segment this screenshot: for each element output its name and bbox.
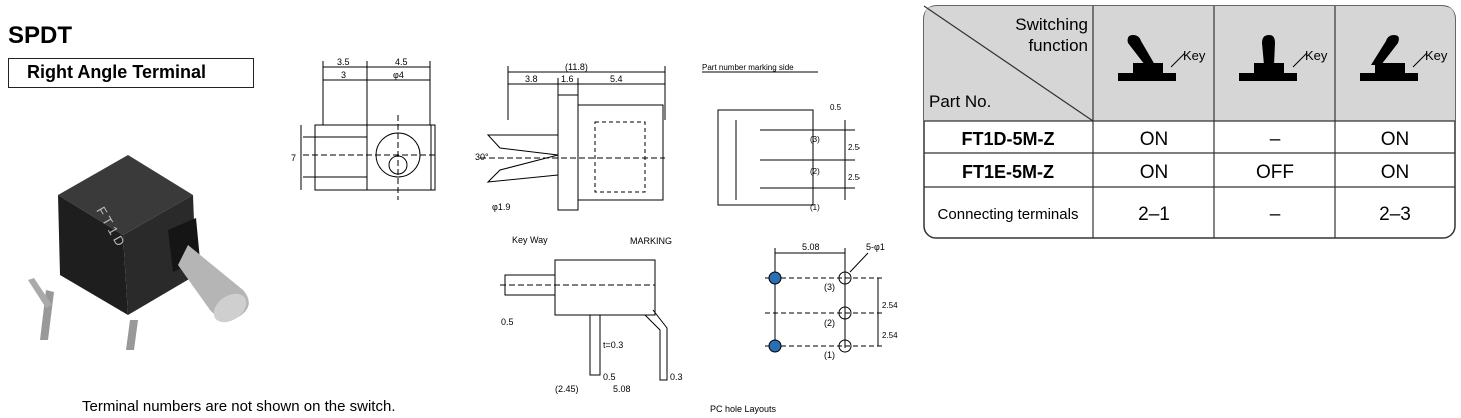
row1-c3: ON [1381, 129, 1410, 150]
dim-t-0-3: t=0.3 [603, 340, 623, 350]
dim-5-08-holes: 5.08 [802, 242, 820, 252]
switch-body-top [58, 155, 193, 235]
label-pc-hole-layouts: PC hole Layouts [710, 404, 777, 414]
key-label-3: Key [1425, 48, 1448, 63]
dim-0-3: 0.3 [670, 372, 683, 382]
dim-30deg: 30° [475, 152, 489, 162]
hole-blue-top [768, 271, 782, 285]
dim-3-8: 3.8 [525, 74, 538, 84]
pin-left [40, 290, 54, 340]
switch-body-front [58, 195, 128, 315]
terminal-1: (1) [810, 203, 820, 212]
drawing-bottom-view: 0.5 t=0.3 (2.45) 0.5 5.08 0.3 [500, 259, 683, 394]
pin-right [126, 320, 138, 350]
row3-c2: – [1270, 204, 1281, 225]
dim-11-8: (11.8) [565, 62, 588, 72]
dim-5-phi1: 5-φ1 [866, 242, 885, 252]
dim-3: 3 [341, 70, 346, 80]
toggle-center-icon [1239, 35, 1297, 81]
dim-2-45: (2.45) [555, 384, 579, 394]
hole-2: (2) [824, 318, 835, 328]
row1-part: FT1D-5M-Z [962, 129, 1055, 149]
pc-hole-layout: 5.08 5-φ1 (3) (2) (1) 2.54 2.54 PC hole … [710, 242, 898, 414]
dim-3-5: 3.5 [337, 57, 350, 67]
key-label-1: Key [1183, 48, 1206, 63]
lever-tip [213, 293, 247, 323]
toggle-right-icon [1360, 35, 1418, 81]
toggle-left-icon [1118, 35, 1176, 81]
header-switching: Switching [1015, 15, 1088, 34]
table-header-bg [924, 6, 1455, 121]
row2-part: FT1E-5M-Z [962, 162, 1054, 182]
row3-part: Connecting terminals [938, 206, 1079, 223]
dim-phi4: φ4 [393, 70, 404, 80]
dim-1-6: 1.6 [561, 74, 574, 84]
header-part-no: Part No. [929, 92, 991, 111]
header-function: function [1028, 36, 1088, 55]
label-key-way: Key Way [512, 235, 548, 245]
key-label-2: Key [1305, 48, 1328, 63]
dim-phi1-9: φ1.9 [492, 202, 510, 212]
page-title: SPDT [8, 22, 73, 49]
label-part-marking-side: Part number marking side [702, 63, 794, 72]
hole-blue-bottom [768, 339, 782, 353]
dim-4-5: 4.5 [395, 57, 408, 67]
dim-5-08: 5.08 [613, 384, 631, 394]
dim-0-5-c: 0.5 [603, 372, 616, 382]
dim-0-5: 0.5 [830, 103, 842, 112]
dim-5-4: 5.4 [610, 74, 623, 84]
hole-1: (1) [824, 350, 835, 360]
row2-c1: ON [1140, 162, 1169, 183]
row2-c2: OFF [1256, 162, 1294, 183]
hole-3: (3) [824, 282, 835, 292]
dim-2-54-c: 2.54 [882, 301, 898, 310]
pin-bend [28, 278, 52, 308]
row2-c3: ON [1381, 162, 1410, 183]
dim-2-54-a: 2.54 [848, 143, 860, 152]
dim-2-54-b: 2.54 [848, 173, 860, 182]
switch-photo: F T 1 D [28, 155, 249, 350]
terminal-2: (2) [810, 167, 820, 176]
switch-body-side [123, 195, 196, 315]
terminal-3: (3) [810, 135, 820, 144]
row1-c1: ON [1140, 129, 1169, 150]
dim-2-54-d: 2.54 [882, 331, 898, 340]
row3-c1: 2–1 [1138, 204, 1170, 225]
subtitle-box: Right Angle Terminal [8, 58, 254, 88]
drawing-terminal-side: Part number marking side 0.5 2.54 2.54 (… [702, 63, 860, 212]
row3-c3: 2–3 [1379, 204, 1411, 225]
dim-7: 7 [291, 153, 296, 163]
label-marking: MARKING [630, 236, 672, 246]
drawing-side-view: (11.8) 3.8 1.6 5.4 30° φ1.9 Key Way MARK… [475, 62, 672, 246]
row1-c2: – [1270, 129, 1281, 150]
dim-0-5-b: 0.5 [501, 317, 514, 327]
switching-function-table: Switching function Part No. Key Key Key … [923, 5, 1456, 239]
footnote: Terminal numbers are not shown on the sw… [82, 398, 396, 415]
drawing-front-view: 3.5 4.5 3 φ4 7 [291, 57, 436, 200]
